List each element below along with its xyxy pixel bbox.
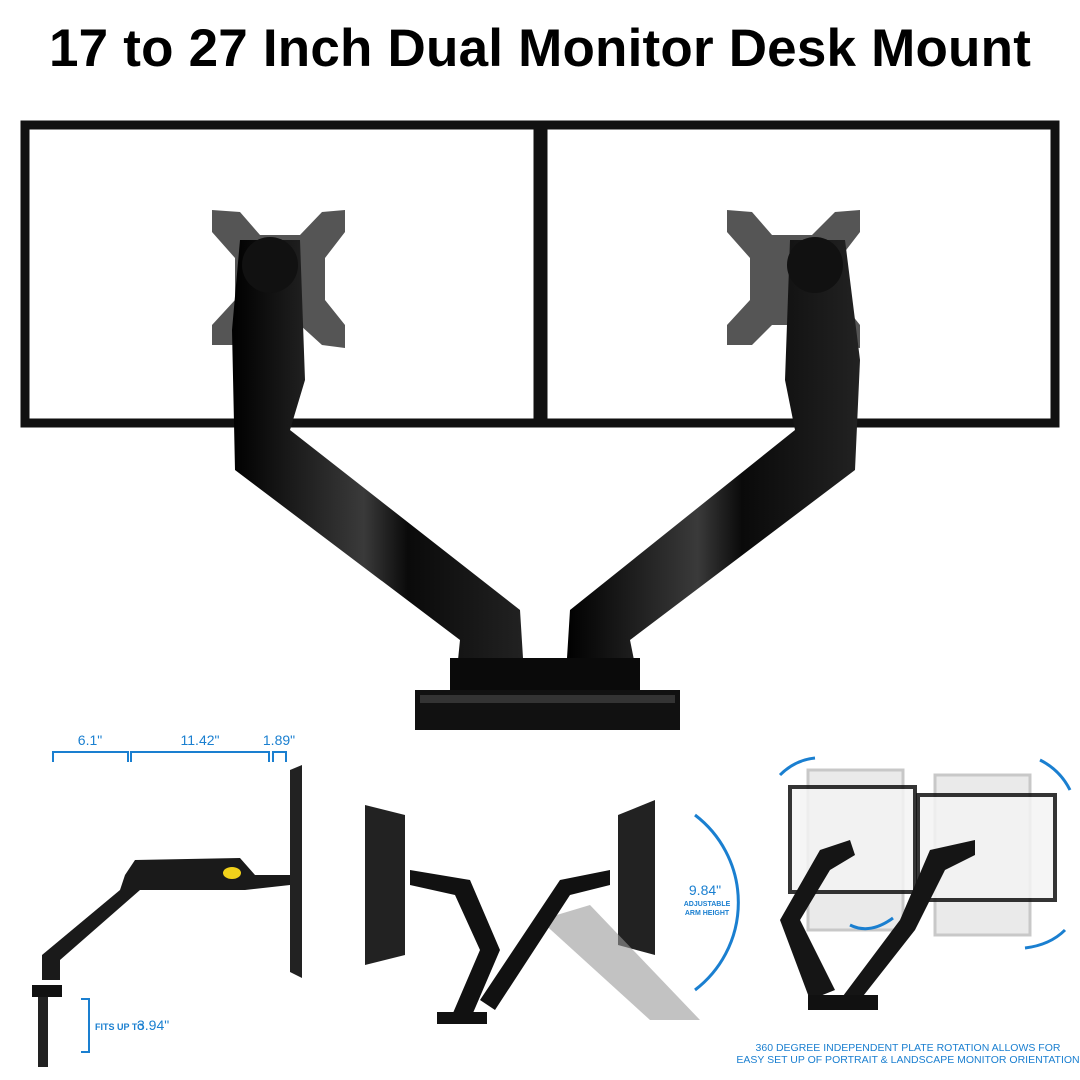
rotate-arrow-icon — [849, 916, 894, 931]
product-title: 17 to 27 Inch Dual Monitor Desk Mount — [48, 19, 1032, 78]
rotation-caption-line-2: EASY SET UP OF PORTRAIT & LANDSCAPE MONI… — [736, 1054, 1079, 1066]
rotate-arrow-icon — [778, 756, 816, 777]
height-monitor-left — [365, 805, 405, 965]
depth-3-label: 1.89" — [263, 732, 295, 748]
rotation-caption-line-1: 360 DEGREE INDEPENDENT PLATE ROTATION AL… — [756, 1042, 1061, 1054]
depth-1-label: 6.1" — [78, 732, 102, 748]
side-monitor — [290, 765, 302, 978]
dimension-brackets — [52, 751, 287, 1053]
height-value: 9.84" — [689, 882, 721, 898]
rotation-panel: 360 DEGREE INDEPENDENT PLATE ROTATION AL… — [736, 756, 1080, 1066]
desk-clamp — [38, 997, 48, 1067]
side-arm — [42, 858, 290, 980]
clamp-label: FITS UP TO — [95, 1022, 144, 1032]
side-dimension-panel: 6.1" 11.42" 1.89" FITS UP TO 3.94" — [32, 732, 302, 1067]
height-arc-arrow — [694, 813, 740, 992]
height-line-1: ADJUSTABLE — [684, 901, 731, 908]
rotate-arrow-icon — [1024, 928, 1067, 950]
height-adjust-panel: 9.84" ADJUSTABLE ARM HEIGHT — [365, 800, 740, 1024]
height-monitor-ghost — [540, 905, 700, 1020]
rotate-arrow-icon — [1039, 758, 1072, 791]
height-line-2: ARM HEIGHT — [685, 910, 730, 917]
right-arm — [565, 237, 860, 690]
left-arm — [232, 237, 525, 690]
depth-2-label: 11.42" — [181, 732, 220, 748]
desk-base — [415, 658, 680, 730]
height-monitor-right — [618, 800, 655, 955]
clamp-value: 3.94" — [137, 1017, 169, 1033]
brand-badge — [223, 867, 241, 879]
